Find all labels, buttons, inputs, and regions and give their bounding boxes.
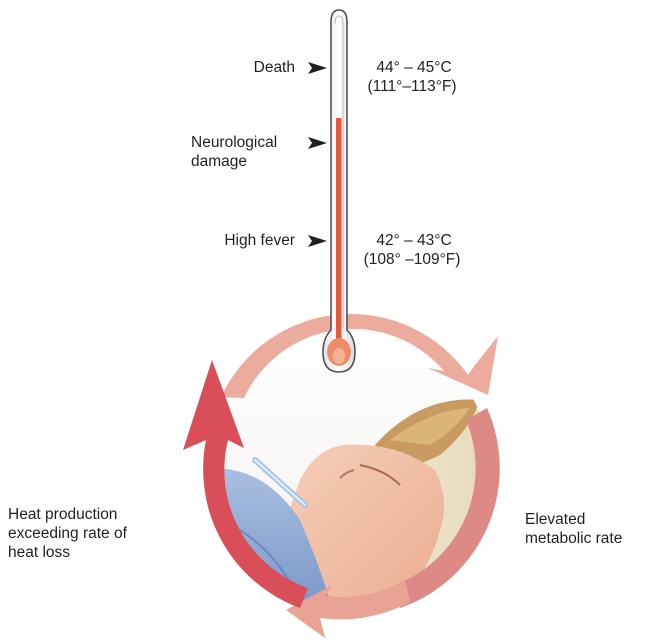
fever-label: High fever bbox=[224, 231, 295, 250]
fever-temp-c: 42° – 43°C bbox=[356, 231, 472, 250]
fever-marker-arrow bbox=[308, 235, 327, 247]
mercury-column bbox=[336, 118, 342, 343]
right-caption-line1: Elevated bbox=[525, 510, 585, 529]
death-label: Death bbox=[254, 58, 295, 77]
left-caption-line1: Heat production bbox=[8, 505, 117, 524]
death-temp-f: (111°–113°F) bbox=[352, 77, 472, 96]
neuro-label-line1: Neurological bbox=[191, 133, 277, 152]
fever-temp-f: (108° –109°F) bbox=[350, 250, 474, 269]
death-marker-arrow bbox=[308, 62, 327, 74]
right-caption-line2: metabolic rate bbox=[525, 529, 622, 548]
death-temp-c: 44° – 45°C bbox=[356, 58, 472, 77]
neuro-label-line2: damage bbox=[191, 152, 247, 171]
left-caption-line2: exceeding rate of bbox=[8, 524, 127, 543]
neuro-marker-arrow bbox=[308, 137, 327, 149]
left-caption-line3: heat loss bbox=[8, 543, 70, 562]
